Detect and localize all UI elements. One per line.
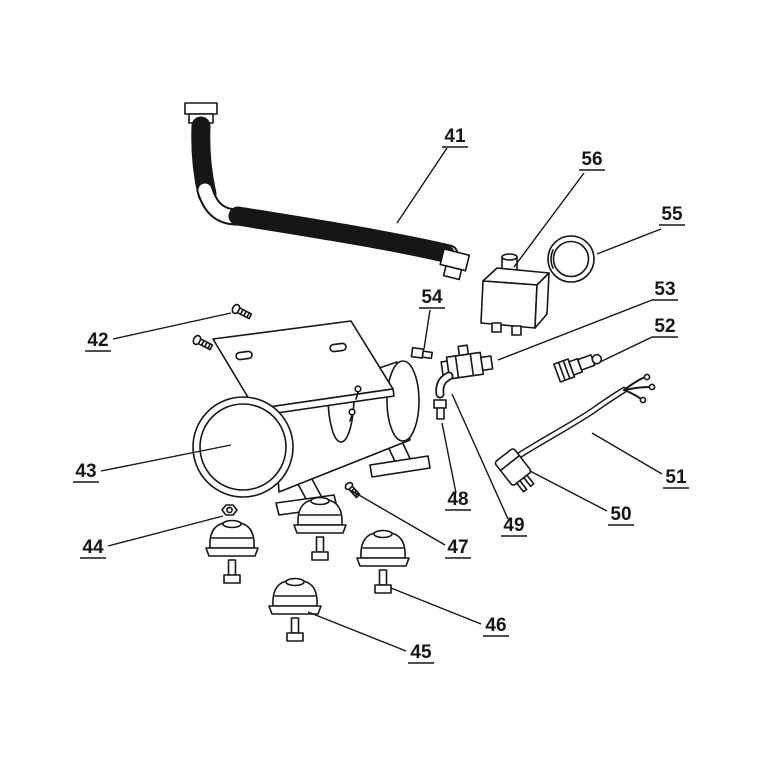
mounting-screw-b (192, 334, 214, 351)
part-number-43: 43 (75, 461, 96, 482)
elbow-tube (435, 371, 454, 399)
part-callout-41: 41 (396, 126, 468, 224)
mount-bolt-middle (311, 536, 329, 561)
leader-line-52 (599, 336, 653, 363)
outlet-nipple (410, 346, 433, 360)
part-number-52: 52 (654, 316, 675, 337)
part-number-50: 50 (610, 504, 631, 525)
part-callout-46: 46 (390, 587, 509, 637)
leader-line-54 (423, 309, 431, 350)
part-number-56: 56 (581, 149, 602, 170)
mount-nut (221, 504, 238, 516)
part-number-48: 48 (447, 489, 468, 510)
part-number-55: 55 (661, 204, 683, 225)
part-number-53: 53 (654, 279, 675, 300)
mount-bolt-right (374, 569, 392, 594)
part-number-45: 45 (410, 642, 432, 663)
part-number-46: 46 (485, 615, 506, 636)
leader-line-44 (107, 515, 224, 547)
part-callout-47: 47 (351, 490, 471, 559)
leader-line-48 (441, 422, 457, 494)
part-callout-49: 49 (451, 393, 527, 537)
rubber-foot-right (356, 529, 410, 567)
leader-line-55 (596, 228, 662, 255)
pressure-switch (480, 253, 550, 336)
rubber-foot-left (205, 519, 259, 557)
gauge-cap (547, 235, 595, 283)
part-number-41: 41 (444, 126, 466, 147)
mounting-plate (212, 320, 395, 417)
part-number-42: 42 (87, 330, 108, 351)
leader-line-50 (529, 470, 608, 512)
part-callout-51: 51 (591, 432, 689, 489)
mount-bolt-front (286, 617, 304, 642)
part-callout-50: 50 (529, 470, 634, 526)
part-callout-48: 48 (441, 422, 471, 511)
leader-line-42 (112, 312, 232, 340)
part-callout-54: 54 (419, 287, 445, 350)
leader-line-46 (390, 587, 482, 625)
part-number-47: 47 (447, 537, 468, 558)
part-number-49: 49 (503, 515, 524, 536)
leader-line-41 (396, 147, 448, 224)
part-callout-55: 55 (596, 204, 685, 255)
leader-line-49 (451, 393, 509, 520)
callout-layer: 41 42 43 44 45 46 47 48 49 50 51 52 53 54 55 56 (73, 126, 689, 664)
plate-screw-b (348, 408, 356, 422)
part-callout-45: 45 (307, 611, 434, 664)
part-callout-52: 52 (599, 316, 678, 363)
leader-line-56 (513, 172, 585, 268)
part-callout-53: 53 (497, 279, 678, 361)
part-number-51: 51 (665, 467, 687, 488)
plate-screw-a (354, 385, 362, 400)
part-number-44: 44 (82, 537, 104, 558)
power-plug (494, 448, 535, 493)
drain-fitting (433, 399, 447, 420)
flexible-hose (184, 102, 471, 281)
leader-line-53 (497, 299, 653, 361)
part-callout-43: 43 (73, 444, 232, 483)
rubber-foot-middle (293, 496, 347, 534)
part-callout-56: 56 (513, 149, 605, 268)
part-callout-42: 42 (85, 312, 232, 352)
tank-end-flange (192, 396, 294, 498)
leader-line-47 (351, 490, 446, 546)
part-number-54: 54 (421, 287, 443, 308)
leader-line-51 (591, 432, 663, 475)
small-screw (344, 481, 361, 499)
power-cord (514, 373, 656, 460)
mounting-screw-a (231, 303, 253, 320)
hose-end-fitting (439, 248, 471, 281)
leader-line-43 (100, 444, 232, 472)
mount-bolt-left (223, 559, 241, 584)
quick-connector (553, 353, 603, 383)
rubber-foot-front (268, 577, 322, 615)
part-callout-44: 44 (80, 515, 224, 559)
leader-line-45 (307, 611, 407, 652)
